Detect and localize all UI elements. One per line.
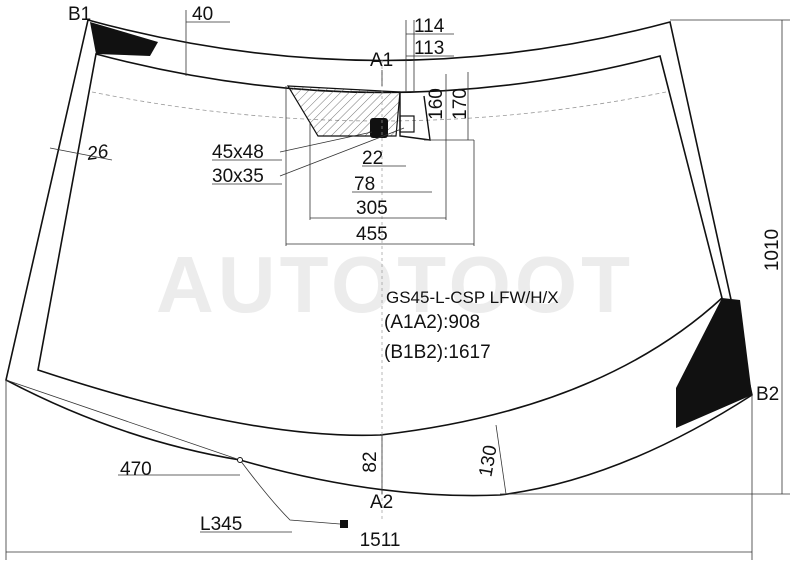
d78-label: 78 <box>354 174 375 195</box>
pad2-leader <box>279 127 405 177</box>
d130-label: 130 <box>475 444 501 479</box>
d114-label: 114 <box>414 16 445 37</box>
height-label: 1010 <box>762 229 783 271</box>
d26-line <box>49 147 113 161</box>
d130-line <box>495 424 507 495</box>
l345-label: L345 <box>200 514 242 535</box>
d160-label: 160 <box>426 88 447 120</box>
l345-start <box>237 457 243 463</box>
d26-label: 26 <box>85 141 110 165</box>
b1b2-value: (B1B2):1617 <box>384 342 491 363</box>
d470-line <box>5 379 241 461</box>
b1-label: B1 <box>68 4 91 25</box>
l345-leader <box>239 459 341 525</box>
watermark: AUTOTOOT <box>156 240 634 329</box>
frit-b2 <box>676 298 752 428</box>
pad2-label: 30x35 <box>212 166 264 187</box>
d470-label: 470 <box>120 459 152 480</box>
frit-b1 <box>90 22 158 56</box>
width-label: 1511 <box>360 530 401 551</box>
d305-label: 305 <box>356 198 388 219</box>
pad1-leader <box>279 131 373 153</box>
a2-label: A2 <box>370 492 393 513</box>
a1a2-value: (A1A2):908 <box>384 312 480 333</box>
d113-label: 113 <box>414 38 444 59</box>
d455-label: 455 <box>356 224 388 245</box>
d82-label: 82 <box>360 451 381 472</box>
pad1-label: 45x48 <box>212 142 264 163</box>
d22-label: 22 <box>362 148 383 169</box>
l345-end <box>340 520 348 528</box>
sensor-bracket <box>399 92 431 141</box>
pad-45x48 <box>370 118 388 138</box>
glass-outline <box>5 19 753 497</box>
a1-label: A1 <box>370 50 393 71</box>
part-code: GS45-L-CSP LFW/H/X <box>386 288 559 307</box>
d170-label: 170 <box>450 88 471 120</box>
pad-30x35 <box>399 115 415 133</box>
b2-label: B2 <box>756 384 779 405</box>
d40-label: 40 <box>192 4 213 25</box>
